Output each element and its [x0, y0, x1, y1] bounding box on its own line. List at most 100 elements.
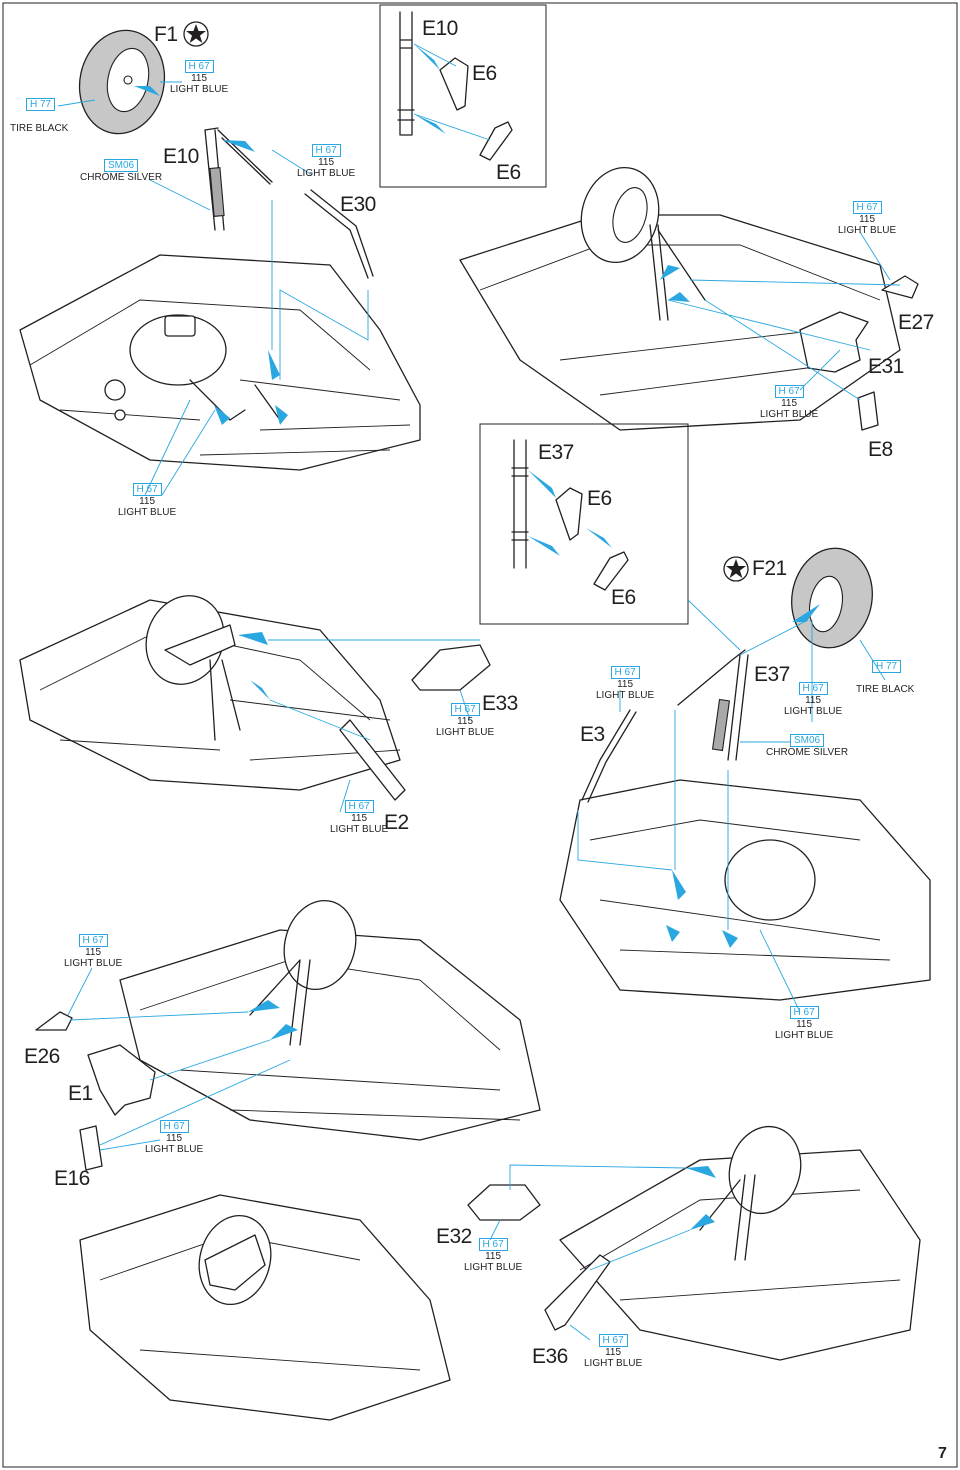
part-label-e26: E26 [24, 1045, 60, 1068]
e6-part-c [555, 487, 583, 541]
arrow-e10 [222, 140, 255, 152]
arrow-f21 [792, 604, 820, 622]
part-e31 [799, 311, 869, 373]
e6-part-d [593, 551, 629, 591]
part-e2 [339, 719, 406, 801]
part-e27 [881, 275, 919, 299]
wheel-well-step-1 [129, 314, 227, 386]
step-3-assembly [19, 595, 491, 801]
arrow-step-6 [686, 1166, 716, 1230]
strut-e37 [677, 649, 749, 761]
inset-box-e37 [479, 423, 689, 625]
step-5-assembly [35, 899, 541, 1171]
part-e32 [467, 1184, 541, 1221]
wheel-step-5 [283, 899, 357, 991]
fuselage-step-4 [559, 779, 931, 1001]
part-label-e32: E32 [436, 1225, 472, 1248]
leaders-step-4 [577, 619, 809, 930]
leaders-step-1 [271, 200, 369, 380]
arrow-f1 [134, 86, 160, 96]
part-label-e31: E31 [868, 355, 904, 378]
leaders-step-5 [69, 1011, 291, 1146]
star-in-circle-icon [722, 555, 750, 587]
rod-e3 [581, 709, 637, 803]
part-label-e33: E33 [482, 692, 518, 715]
door-step-6-left [204, 1234, 266, 1291]
arrow-fuselage-step-1 [214, 350, 288, 425]
part-e36 [544, 1254, 611, 1331]
e6-part-a [439, 57, 469, 111]
arrow-step-5 [248, 1000, 298, 1040]
fuselage-step-1 [19, 254, 421, 471]
wheel-f21-hub [808, 575, 844, 633]
part-e8 [857, 391, 879, 431]
arrow-inset-e10 [414, 44, 446, 134]
inset-e37 [479, 423, 741, 651]
step-1-assembly [19, 4, 547, 471]
part-label-e1: E1 [68, 1082, 93, 1105]
part-e1 [87, 1044, 156, 1116]
part-label-e37-inset: E37 [538, 441, 574, 464]
part-label-e3: E3 [580, 723, 605, 746]
strut-e10-chrome [209, 167, 225, 217]
rod-e30 [304, 189, 374, 279]
step-6-assembly [79, 1125, 921, 1421]
paint-h77-tl: H 77 [26, 98, 56, 111]
e6-part-b [479, 121, 513, 161]
part-label-e37: E37 [754, 663, 790, 686]
leaders-step-6 [509, 1164, 691, 1271]
part-label-e10: E10 [163, 145, 199, 168]
leaders-step-3 [268, 639, 480, 741]
part-label-e30: E30 [340, 193, 376, 216]
part-e16 [79, 1125, 103, 1171]
part-label-e36: E36 [532, 1345, 568, 1368]
arrow-step-3 [238, 632, 270, 700]
fuselage-step-6-right [559, 1149, 921, 1361]
part-e26 [35, 1011, 73, 1031]
door-step-3 [164, 624, 236, 666]
part-label-f1: F1 [154, 23, 178, 46]
part-label-e6-b: E6 [496, 161, 521, 184]
wheel-step-3 [145, 595, 225, 685]
arrow-step-4 [666, 870, 738, 948]
page-number: 7 [938, 1445, 947, 1462]
wheel-step-6-right [728, 1125, 802, 1215]
part-e33 [411, 644, 491, 691]
step-2-assembly [459, 166, 919, 431]
strut-e37-chrome [711, 698, 731, 752]
part-label-e27: E27 [898, 311, 934, 334]
part-label-e8: E8 [868, 438, 893, 461]
strut-inset-e37 [511, 439, 529, 569]
paint-h77-r: H 77 [872, 660, 902, 673]
part-label-e6-d: E6 [611, 586, 636, 609]
paint-tire-black-r: TIRE BLACK [856, 684, 915, 695]
strut-inset-e10 [397, 11, 415, 136]
part-label-e10-inset: E10 [422, 17, 458, 40]
part-label-f21: F21 [752, 557, 787, 580]
step-4-assembly [559, 547, 931, 1001]
inset-box-e10 [379, 4, 547, 188]
leaders-step-2 [667, 279, 901, 401]
paint-callout-leaders [57, 81, 891, 1341]
part-label-e16: E16 [54, 1167, 90, 1190]
fuselage-step-6-left [79, 1194, 451, 1421]
star-in-circle-icon [182, 20, 210, 52]
part-label-e6-c: E6 [587, 487, 612, 510]
paint-tire-black-tl: TIRE BLACK [10, 123, 69, 134]
